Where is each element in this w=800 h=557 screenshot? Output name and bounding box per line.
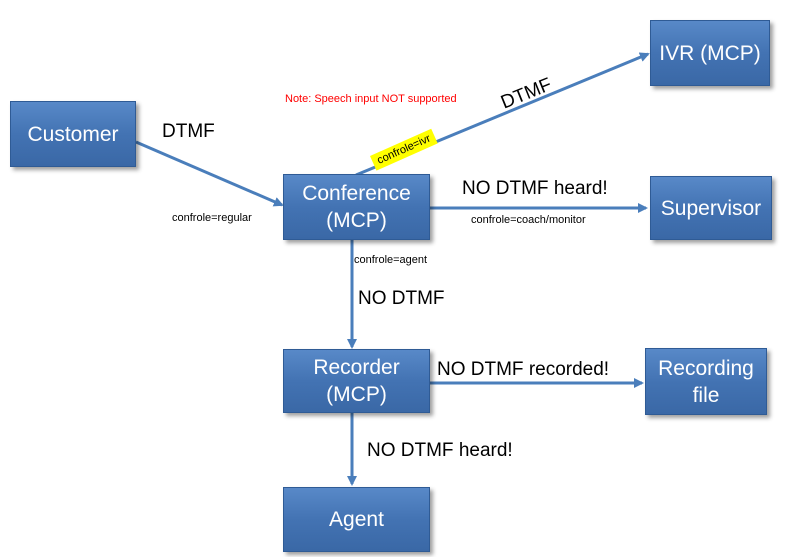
label-recorder-agent: NO DTMF heard!	[367, 440, 513, 461]
label-recorder-recording-file: NO DTMF recorded!	[437, 359, 610, 380]
node-ivr: IVR (MCP)	[650, 20, 770, 86]
speech-input-note: Note: Speech input NOT supported	[285, 93, 457, 105]
node-recording-file: Recording file	[645, 348, 767, 415]
arrow-customer-to-conference	[135, 140, 284, 207]
label-customer-conference: DTMF	[162, 121, 215, 142]
role-agent: confrole=agent	[354, 254, 428, 266]
label-conference-recorder: NO DTMF	[358, 288, 445, 309]
node-agent: Agent	[283, 487, 430, 552]
label-conference-supervisor: NO DTMF heard!	[462, 178, 608, 199]
role-coach-monitor: confrole=coach/monitor	[471, 214, 586, 226]
node-recorder: Recorder (MCP)	[283, 349, 430, 413]
node-conference: Conference (MCP)	[283, 174, 430, 240]
node-customer: Customer	[10, 101, 136, 167]
node-supervisor: Supervisor	[650, 176, 772, 240]
role-regular: confrole=regular	[172, 212, 252, 224]
